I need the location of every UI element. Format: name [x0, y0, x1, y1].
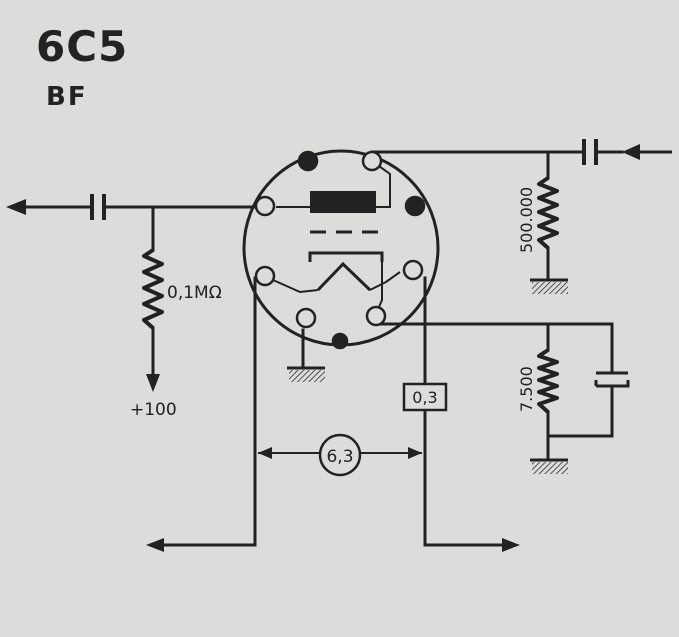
output-capacitor	[582, 139, 598, 165]
grid-resistor	[142, 248, 164, 330]
heater-arrow-left	[146, 538, 164, 552]
b-plus-arrow	[146, 374, 160, 392]
pin-heater-left	[254, 265, 276, 287]
pin-heater-right	[402, 259, 424, 281]
b-plus-label: +100	[130, 400, 177, 420]
pin-unused-right	[404, 195, 426, 217]
cathode-resistor-label: 7.500	[517, 366, 536, 412]
plate-resistor	[537, 176, 559, 250]
pin-key	[331, 332, 349, 350]
input-capacitor	[90, 194, 106, 220]
tube-pins	[254, 150, 426, 350]
heater-current-box	[402, 382, 448, 412]
ground-symbol-cathode	[530, 458, 568, 474]
stage-type-subtitle: BF	[46, 82, 88, 112]
input-arrow	[6, 199, 26, 215]
plate-electrode	[310, 191, 376, 213]
pin-ground	[295, 307, 317, 329]
pin-grid	[254, 195, 276, 217]
pin-unused-top	[297, 150, 319, 172]
heater-voltage-bubble	[318, 433, 362, 477]
heater-arrow-right	[502, 538, 520, 552]
ground-symbol-tube	[287, 366, 325, 382]
heater-current-label: 0,3	[412, 388, 437, 407]
ground-symbol-plate	[530, 278, 568, 294]
tube-type-title: 6C5	[36, 22, 129, 71]
grid-resistor-label: 0,1MΩ	[167, 283, 222, 303]
heater-voltage-label: 6,3	[326, 447, 353, 467]
pin-cathode	[365, 305, 387, 327]
bypass-capacitor	[594, 371, 630, 388]
plate-resistor-label: 500.000	[517, 187, 536, 253]
cathode-electrode	[308, 251, 384, 262]
pin-plate	[361, 150, 383, 172]
signal-in-arrow	[622, 144, 640, 160]
cathode-resistor	[537, 348, 559, 414]
tube-envelope	[242, 149, 440, 347]
heater-filament	[316, 261, 372, 292]
